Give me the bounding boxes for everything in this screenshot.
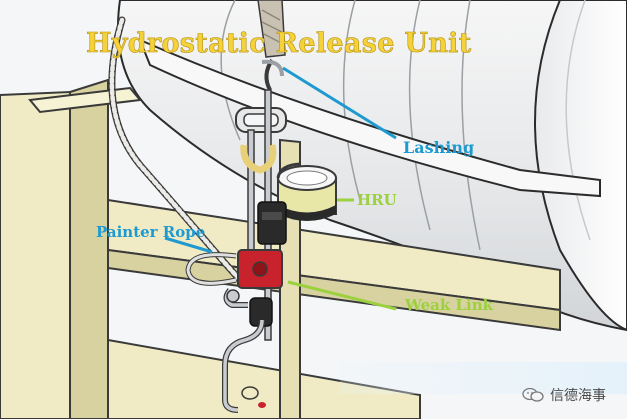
lashing-label: Lashing bbox=[403, 138, 474, 157]
hru-housing bbox=[258, 202, 286, 244]
wechat-logo-icon bbox=[522, 388, 544, 402]
watermark-text: 信德海事 bbox=[550, 385, 606, 405]
weak-link bbox=[238, 250, 282, 288]
watermark: 信德海事 bbox=[522, 385, 606, 405]
hru-label: HRU bbox=[357, 191, 397, 209]
painter-rope-label: Painter Rope bbox=[96, 223, 205, 241]
weak-link-label: Weak Link bbox=[405, 296, 493, 314]
diagram-title: Hydrostatic Release Unit bbox=[86, 28, 471, 59]
